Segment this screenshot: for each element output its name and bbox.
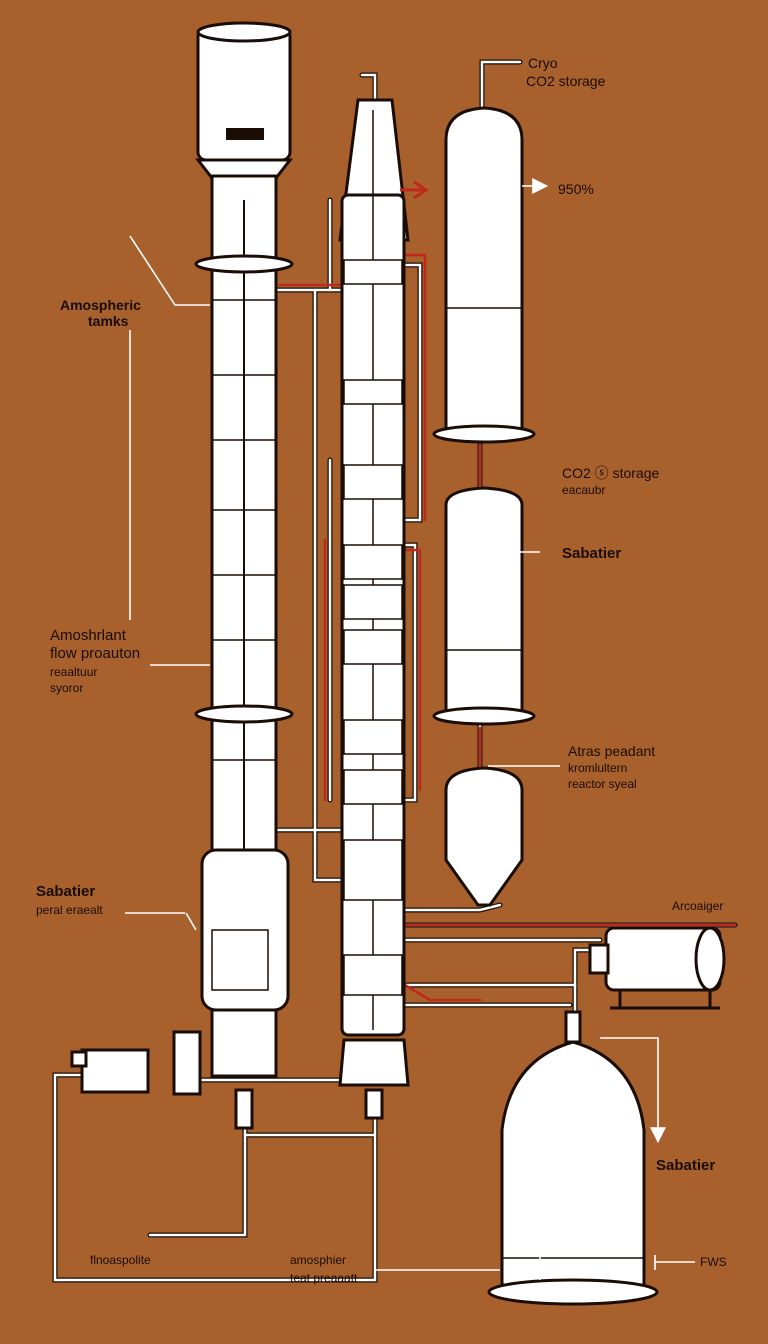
label-sabatier-bottom: Sabatier	[656, 1157, 716, 1174]
arcoaiger-compressor	[588, 926, 726, 1010]
label-percent: 950%	[558, 181, 594, 197]
label-arcoaiger: Arcoaiger	[672, 899, 724, 913]
label-bottom-left: flnoaspolite	[90, 1253, 151, 1267]
label-cryo: Cryo	[528, 55, 558, 71]
cryo-co2-storage-vessel	[432, 106, 536, 444]
label-co2-storage-mid-sub: eacaubr	[562, 483, 606, 497]
label-sabatier-mid: Sabatier	[562, 545, 622, 562]
leader-lines	[125, 178, 695, 1280]
label-atras-3: reactor syeal	[568, 777, 637, 791]
label-atmospheric-tanks-1: Amospheric	[60, 297, 141, 313]
label-flow-4: syoror	[50, 681, 84, 695]
label-atras-1: Atras peadant	[568, 743, 656, 759]
label-fws: FWS	[700, 1255, 727, 1269]
sabatier-dome-reactor	[487, 1010, 659, 1306]
label-atras-2: kromlultern	[568, 761, 628, 775]
label-flow-3: reaaltuur	[50, 665, 98, 679]
label-bottom-mid-1: amosphier	[290, 1253, 347, 1267]
label-bottom-mid-2: teat preaaatt	[290, 1271, 358, 1285]
label-co2-storage-top: CO2 storage	[526, 73, 606, 89]
atmospheric-tank-column	[172, 21, 294, 1130]
label-atmospheric-tanks-2: tamks	[88, 313, 129, 329]
label-flow-2: flow proauton	[50, 645, 141, 662]
fractionating-column	[338, 98, 429, 1120]
co2-storage-reactor-vessel	[432, 486, 536, 726]
label-co2-storage-mid: CO2 ⓢ storage	[562, 465, 660, 481]
feed-pump	[70, 1048, 150, 1094]
label-flow-1: Amoshrlant	[50, 627, 126, 644]
reactor-hopper-vessel	[444, 766, 524, 907]
label-sabatier-left-sub: peral eraealt	[36, 903, 103, 917]
label-sabatier-left: Sabatier	[36, 883, 96, 900]
pipe-network	[52, 59, 738, 1283]
